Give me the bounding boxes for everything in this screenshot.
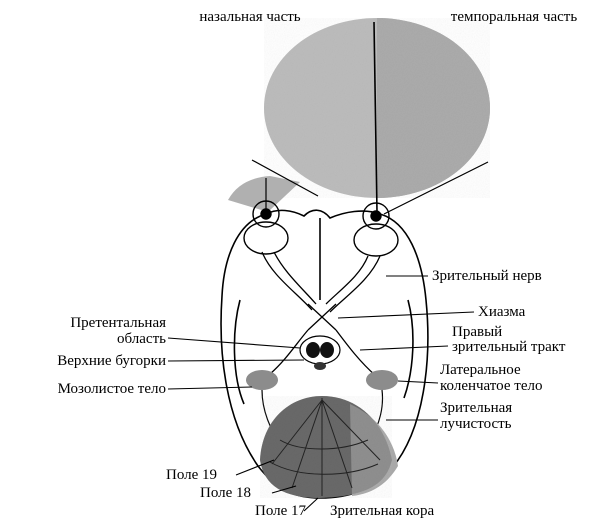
left-visual-field-segment bbox=[228, 176, 300, 212]
optic-radiation-label-line2: лучистость bbox=[440, 417, 512, 432]
field-19-label: Поле 19 bbox=[166, 468, 217, 483]
corpus-callosum-label: Мозолистое тело bbox=[6, 382, 166, 397]
temporal-part-label: темпоральная часть bbox=[424, 10, 604, 25]
lateral-geniculate-label-line2: коленчатое тело bbox=[440, 379, 542, 394]
visual-cortex-label: Зрительная кора bbox=[330, 504, 434, 519]
lateral-geniculate-label-line1: Латеральное bbox=[440, 363, 521, 378]
right-optic-tract-label-line1: Правый bbox=[452, 325, 502, 340]
right-lateral-geniculate-body bbox=[366, 370, 398, 390]
chiasm-label: Хиазма bbox=[478, 305, 525, 320]
optic-nerve-label: Зрительный нерв bbox=[432, 269, 542, 284]
pretectal-label-line2: область bbox=[10, 332, 166, 347]
optic-radiation-label-line1: Зрительная bbox=[440, 401, 512, 416]
superior-colliculi bbox=[300, 336, 340, 370]
nasal-part-label: назальная часть bbox=[180, 10, 320, 25]
optic-chiasm bbox=[308, 304, 336, 330]
right-optic-tract-label-line2: зрительный тракт bbox=[452, 340, 565, 355]
left-eye bbox=[244, 201, 288, 254]
superior-colliculi-label: Верхние бугорки bbox=[6, 354, 166, 369]
visual-cortex-region bbox=[260, 396, 398, 498]
optic-nerves bbox=[262, 252, 380, 312]
pretectal-label-line1: Претентальная bbox=[10, 316, 166, 331]
field-17-label: Поле 17 bbox=[255, 504, 306, 519]
field-18-label: Поле 18 bbox=[200, 486, 251, 501]
